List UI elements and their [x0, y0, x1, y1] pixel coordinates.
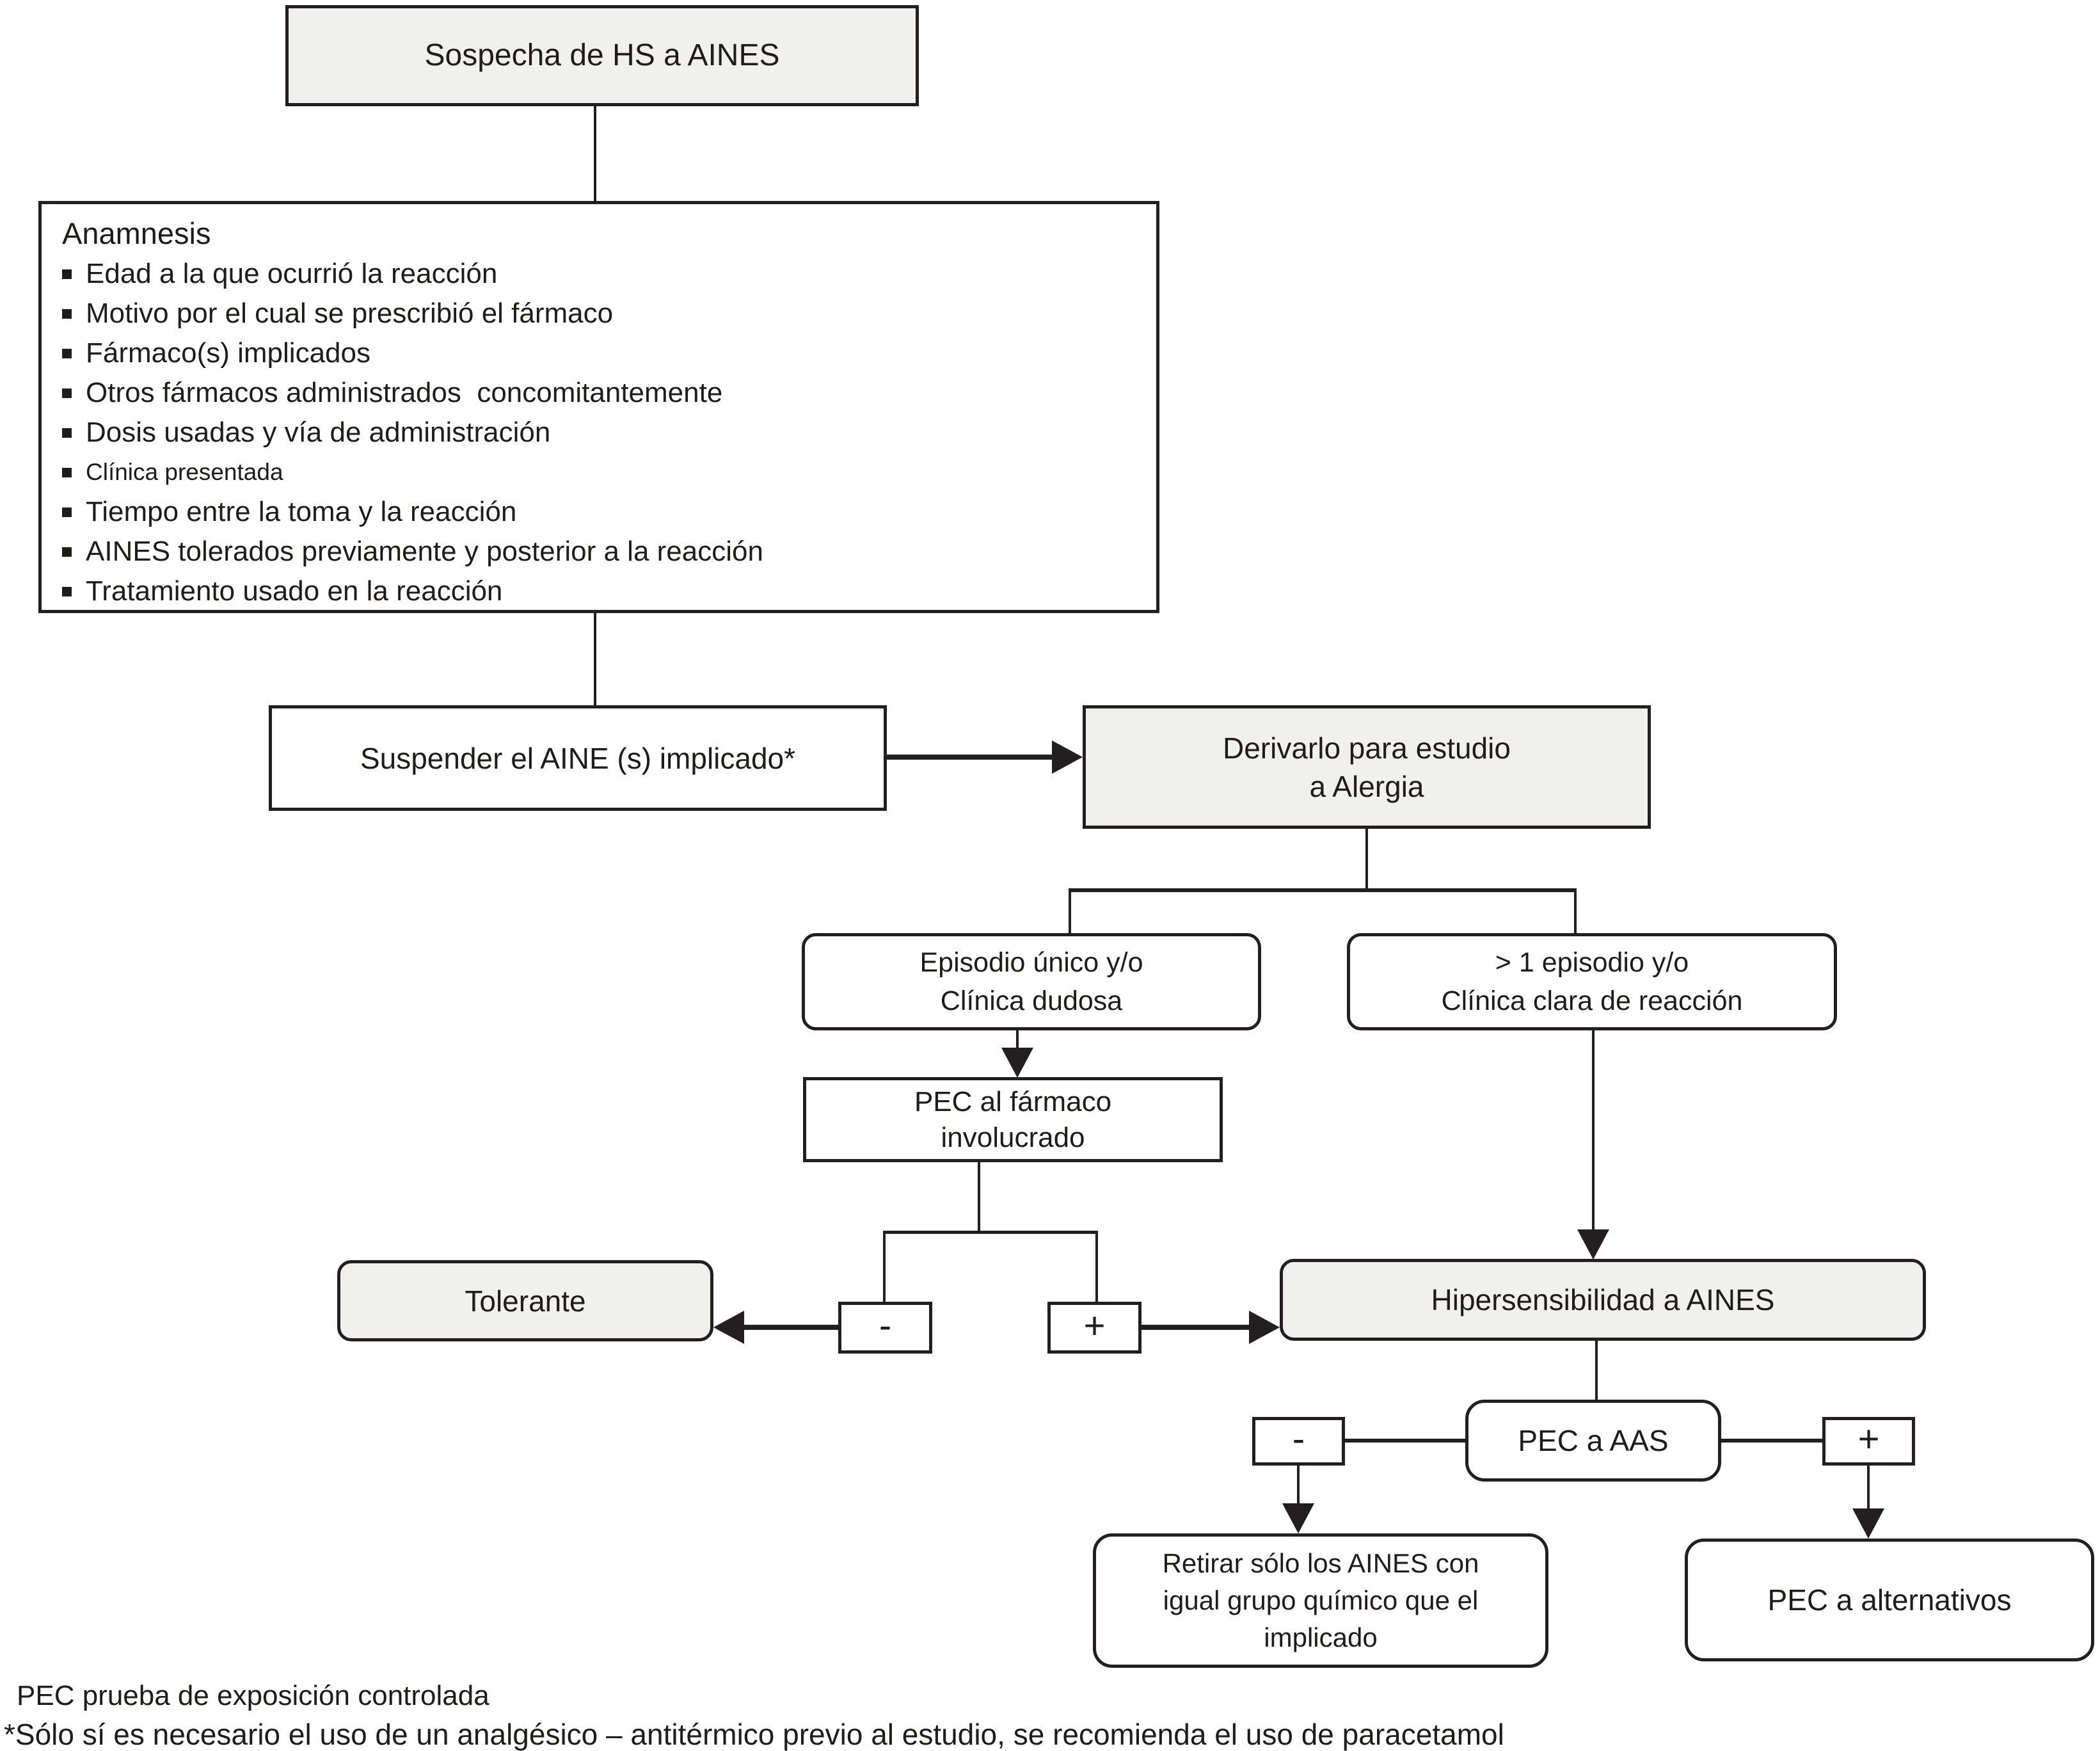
node-plus-pec-aas: + [1822, 1417, 1915, 1466]
node-minus-pec-farmaco: - [838, 1302, 932, 1354]
anamnesis-item: Dosis usadas y vía de administración [62, 413, 550, 452]
minus-sign: - [1292, 1418, 1305, 1460]
arrowhead-down-alternativos [1852, 1508, 1884, 1539]
arrowhead-right-derivarlo [1052, 740, 1083, 774]
node-episodio-unico: Episodio único y/o Clínica dudosa [802, 933, 1261, 1030]
node-derivarlo: Derivarlo para estudio a Alergia [1083, 705, 1651, 829]
node-hipersensibilidad: Hipersensibilidad a AINES [1280, 1259, 1926, 1341]
node-pec-farmaco-line1: PEC al fármaco [914, 1085, 1112, 1117]
node-episodio-multiple-line2: Clínica clara de reacción [1441, 986, 1743, 1016]
connector-split-episodio-unico [1069, 891, 1071, 933]
node-derivarlo-line1: Derivarlo para estudio [1222, 731, 1511, 765]
node-episodio-unico-line2: Clínica dudosa [940, 986, 1123, 1016]
node-pec-farmaco: PEC al fármaco involucrado [803, 1077, 1223, 1162]
arrowhead-down-hipersensibilidad [1577, 1229, 1609, 1259]
node-pec-farmaco-line2: involucrado [941, 1121, 1085, 1153]
node-suspender: Suspender el AINE (s) implicado* [269, 705, 887, 811]
node-pec-aas: PEC a AAS [1465, 1400, 1721, 1482]
connector-minus2-pecaas [1344, 1439, 1467, 1443]
node-pec-aas-label: PEC a AAS [1518, 1424, 1669, 1457]
connector-plus2-alternativos [1867, 1466, 1870, 1509]
anamnesis-item: Edad a la que ocurrió la reacción [62, 254, 497, 294]
connector-minus1-tolerante [742, 1325, 838, 1330]
node-retirar-line3: implicado [1264, 1622, 1378, 1652]
arrowhead-left-tolerante [713, 1311, 744, 1344]
square-bullet-icon [62, 507, 72, 517]
node-retirar-line1: Retirar sólo los AINES con [1162, 1548, 1479, 1578]
arrowhead-right-hipersensibilidad [1249, 1311, 1280, 1344]
node-sospecha-label: Sospecha de HS a AINES [424, 38, 780, 72]
node-suspender-label: Suspender el AINE (s) implicado* [360, 741, 796, 775]
connector-suspender-derivarlo [887, 755, 1054, 760]
connector-pecfarmaco-split [978, 1160, 980, 1233]
node-hipersensibilidad-label: Hipersensibilidad a AINES [1431, 1283, 1775, 1316]
node-episodio-multiple: > 1 episodio y/o Clínica clara de reacci… [1347, 933, 1837, 1030]
square-bullet-icon [62, 467, 72, 477]
node-retirar-line2: igual grupo químico que el [1163, 1585, 1479, 1615]
connector-episodio-pecfarmaco [1016, 1028, 1019, 1050]
node-derivarlo-line2: a Alergia [1309, 769, 1424, 803]
plus-sign: + [1857, 1418, 1880, 1460]
split-bar-derivarlo [1069, 888, 1577, 892]
anamnesis-item: Tiempo entre la toma y la reacción [62, 492, 516, 532]
node-anamnesis: Anamnesis Edad a la que ocurrió la reacc… [38, 201, 1159, 613]
square-bullet-icon [62, 388, 72, 398]
connector-anamnesis-suspender [594, 612, 596, 705]
node-plus-pec-farmaco: + [1047, 1302, 1141, 1354]
square-bullet-icon [62, 428, 72, 438]
connector-split-minus1 [883, 1233, 886, 1302]
connector-sospecha-anamnesis [594, 106, 596, 201]
plus-sign: + [1083, 1304, 1106, 1347]
anamnesis-item: AINES tolerados previamente y posterior … [62, 532, 763, 572]
node-pec-alternativos: PEC a alternativos [1685, 1539, 2094, 1661]
split-bar-pecfarmaco [883, 1231, 1098, 1234]
anamnesis-item: Tratamiento usado en la reacción [62, 572, 502, 611]
connector-plus1-hipersensibilidad [1141, 1325, 1252, 1330]
node-minus-pec-aas: - [1252, 1417, 1345, 1466]
footnote-asterisk: *Sólo sí es necesario el uso de un analg… [4, 1718, 1504, 1751]
connector-minus2-retirar [1297, 1466, 1300, 1505]
node-sospecha: Sospecha de HS a AINES [285, 5, 919, 106]
connector-derivarlo-split [1365, 828, 1368, 891]
square-bullet-icon [62, 269, 72, 279]
node-pec-alternativos-label: PEC a alternativos [1767, 1583, 2012, 1617]
node-tolerante-label: Tolerante [465, 1284, 586, 1318]
connector-episodiomultiple-hipersensibilidad [1592, 1028, 1595, 1232]
square-bullet-icon [62, 547, 72, 557]
anamnesis-title: Anamnesis [62, 216, 211, 250]
square-bullet-icon [62, 308, 72, 319]
arrowhead-down-pecfarmaco [1001, 1048, 1033, 1078]
square-bullet-icon [62, 348, 72, 358]
connector-split-episodio-multiple [1574, 891, 1577, 933]
square-bullet-icon [62, 586, 72, 596]
connector-pecaas-plus2 [1721, 1439, 1824, 1443]
node-episodio-multiple-line1: > 1 episodio y/o [1495, 947, 1689, 978]
anamnesis-item: Clínica presentada [62, 452, 283, 492]
arrowhead-down-retirar [1282, 1503, 1314, 1533]
connector-hipersensibilidad-pecaas [1595, 1341, 1598, 1401]
node-episodio-unico-line1: Episodio único y/o [919, 947, 1143, 978]
node-tolerante: Tolerante [337, 1260, 713, 1341]
anamnesis-item: Motivo por el cual se prescribió el fárm… [62, 294, 613, 333]
node-retirar: Retirar sólo los AINES con igual grupo q… [1093, 1533, 1548, 1668]
anamnesis-item: Fármaco(s) implicados [62, 333, 370, 373]
connector-split-plus1 [1095, 1233, 1098, 1302]
minus-sign: - [879, 1304, 892, 1347]
footnote-pec-definition: PEC prueba de exposición controlada [17, 1680, 489, 1711]
anamnesis-item: Otros fármacos administrados concomitant… [62, 373, 722, 413]
